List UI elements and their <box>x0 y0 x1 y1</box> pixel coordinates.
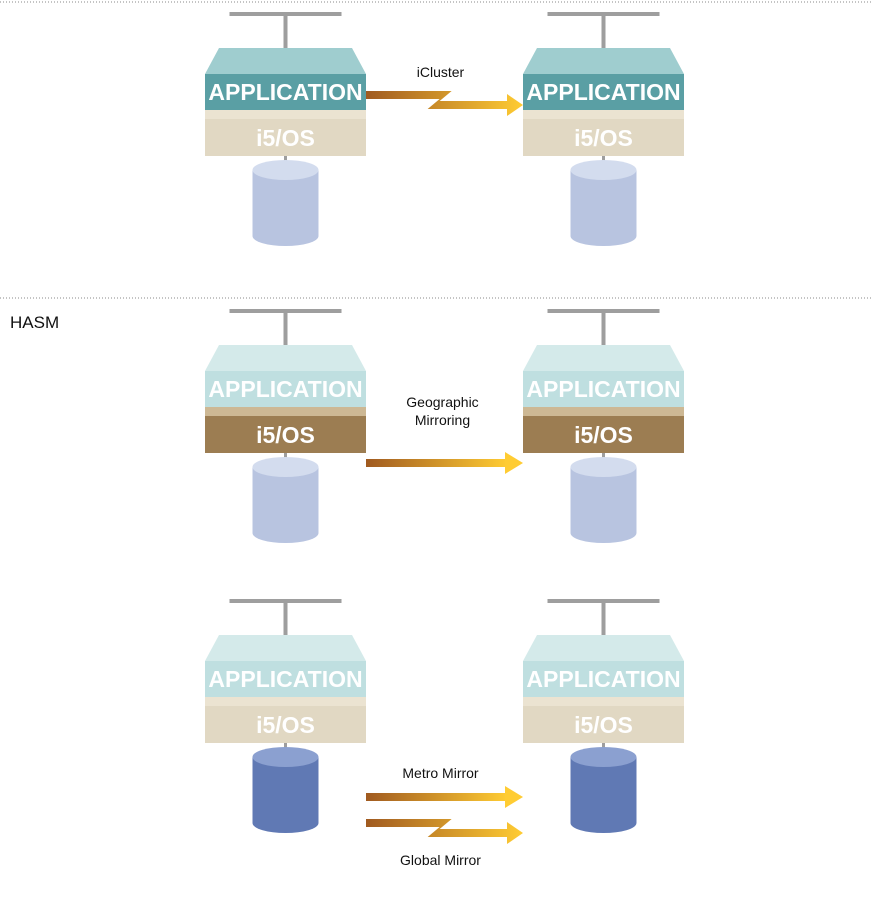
application-label: APPLICATION <box>208 666 362 692</box>
storage-disk-icon <box>570 467 637 543</box>
os-label: i5/OS <box>256 422 315 448</box>
application-label: APPLICATION <box>526 666 680 692</box>
storage-disk-top <box>252 747 319 767</box>
right-server-stack: APPLICATION i5/OS <box>523 599 684 833</box>
os-label: i5/OS <box>256 712 315 738</box>
application-layer-top <box>205 345 366 371</box>
storage-disk-icon <box>570 170 637 246</box>
application-layer <box>523 371 684 407</box>
os-label: i5/OS <box>574 712 633 738</box>
application-layer-top <box>523 48 684 74</box>
application-label: APPLICATION <box>526 376 680 402</box>
application-layer <box>523 661 684 697</box>
os-layer-top <box>205 697 366 706</box>
os-layer <box>205 416 366 453</box>
right-server-stack: APPLICATION i5/OS <box>523 309 684 543</box>
replication-arrow <box>366 819 523 844</box>
replication-label: Global Mirror <box>400 852 481 868</box>
right-server-stack: APPLICATION i5/OS <box>523 12 684 246</box>
os-layer <box>205 706 366 743</box>
application-label: APPLICATION <box>208 79 362 105</box>
storage-disk-icon <box>252 757 319 833</box>
os-layer <box>523 416 684 453</box>
replication-label: Metro Mirror <box>402 765 479 781</box>
replication-arrow <box>366 786 523 808</box>
storage-disk-icon <box>252 170 319 246</box>
storage-disk-top <box>252 457 319 477</box>
application-layer-top <box>523 345 684 371</box>
storage-disk-top <box>252 160 319 180</box>
os-layer-top <box>523 407 684 416</box>
os-label: i5/OS <box>574 422 633 448</box>
left-server-stack: APPLICATION i5/OS <box>205 599 366 833</box>
os-layer <box>523 706 684 743</box>
application-layer <box>205 661 366 697</box>
replication-label: iCluster <box>417 64 465 80</box>
application-layer <box>205 74 366 110</box>
application-layer <box>205 371 366 407</box>
application-layer-top <box>523 635 684 661</box>
storage-disk-icon <box>570 757 637 833</box>
os-label: i5/OS <box>574 125 633 151</box>
section-label: HASM <box>10 313 59 332</box>
os-layer-top <box>523 697 684 706</box>
application-label: APPLICATION <box>208 376 362 402</box>
application-label: APPLICATION <box>526 79 680 105</box>
os-label: i5/OS <box>256 125 315 151</box>
left-server-stack: APPLICATION i5/OS <box>205 309 366 543</box>
application-layer <box>523 74 684 110</box>
storage-disk-top <box>570 457 637 477</box>
os-layer-top <box>523 110 684 119</box>
application-layer-top <box>205 635 366 661</box>
os-layer <box>205 119 366 156</box>
os-layer <box>523 119 684 156</box>
storage-disk-top <box>570 160 637 180</box>
storage-disk-icon <box>252 467 319 543</box>
os-layer-top <box>205 110 366 119</box>
storage-disk-top <box>570 747 637 767</box>
replication-arrow <box>366 452 523 474</box>
os-layer-top <box>205 407 366 416</box>
left-server-stack: APPLICATION i5/OS <box>205 12 366 246</box>
replication-arrow <box>366 91 523 116</box>
application-layer-top <box>205 48 366 74</box>
